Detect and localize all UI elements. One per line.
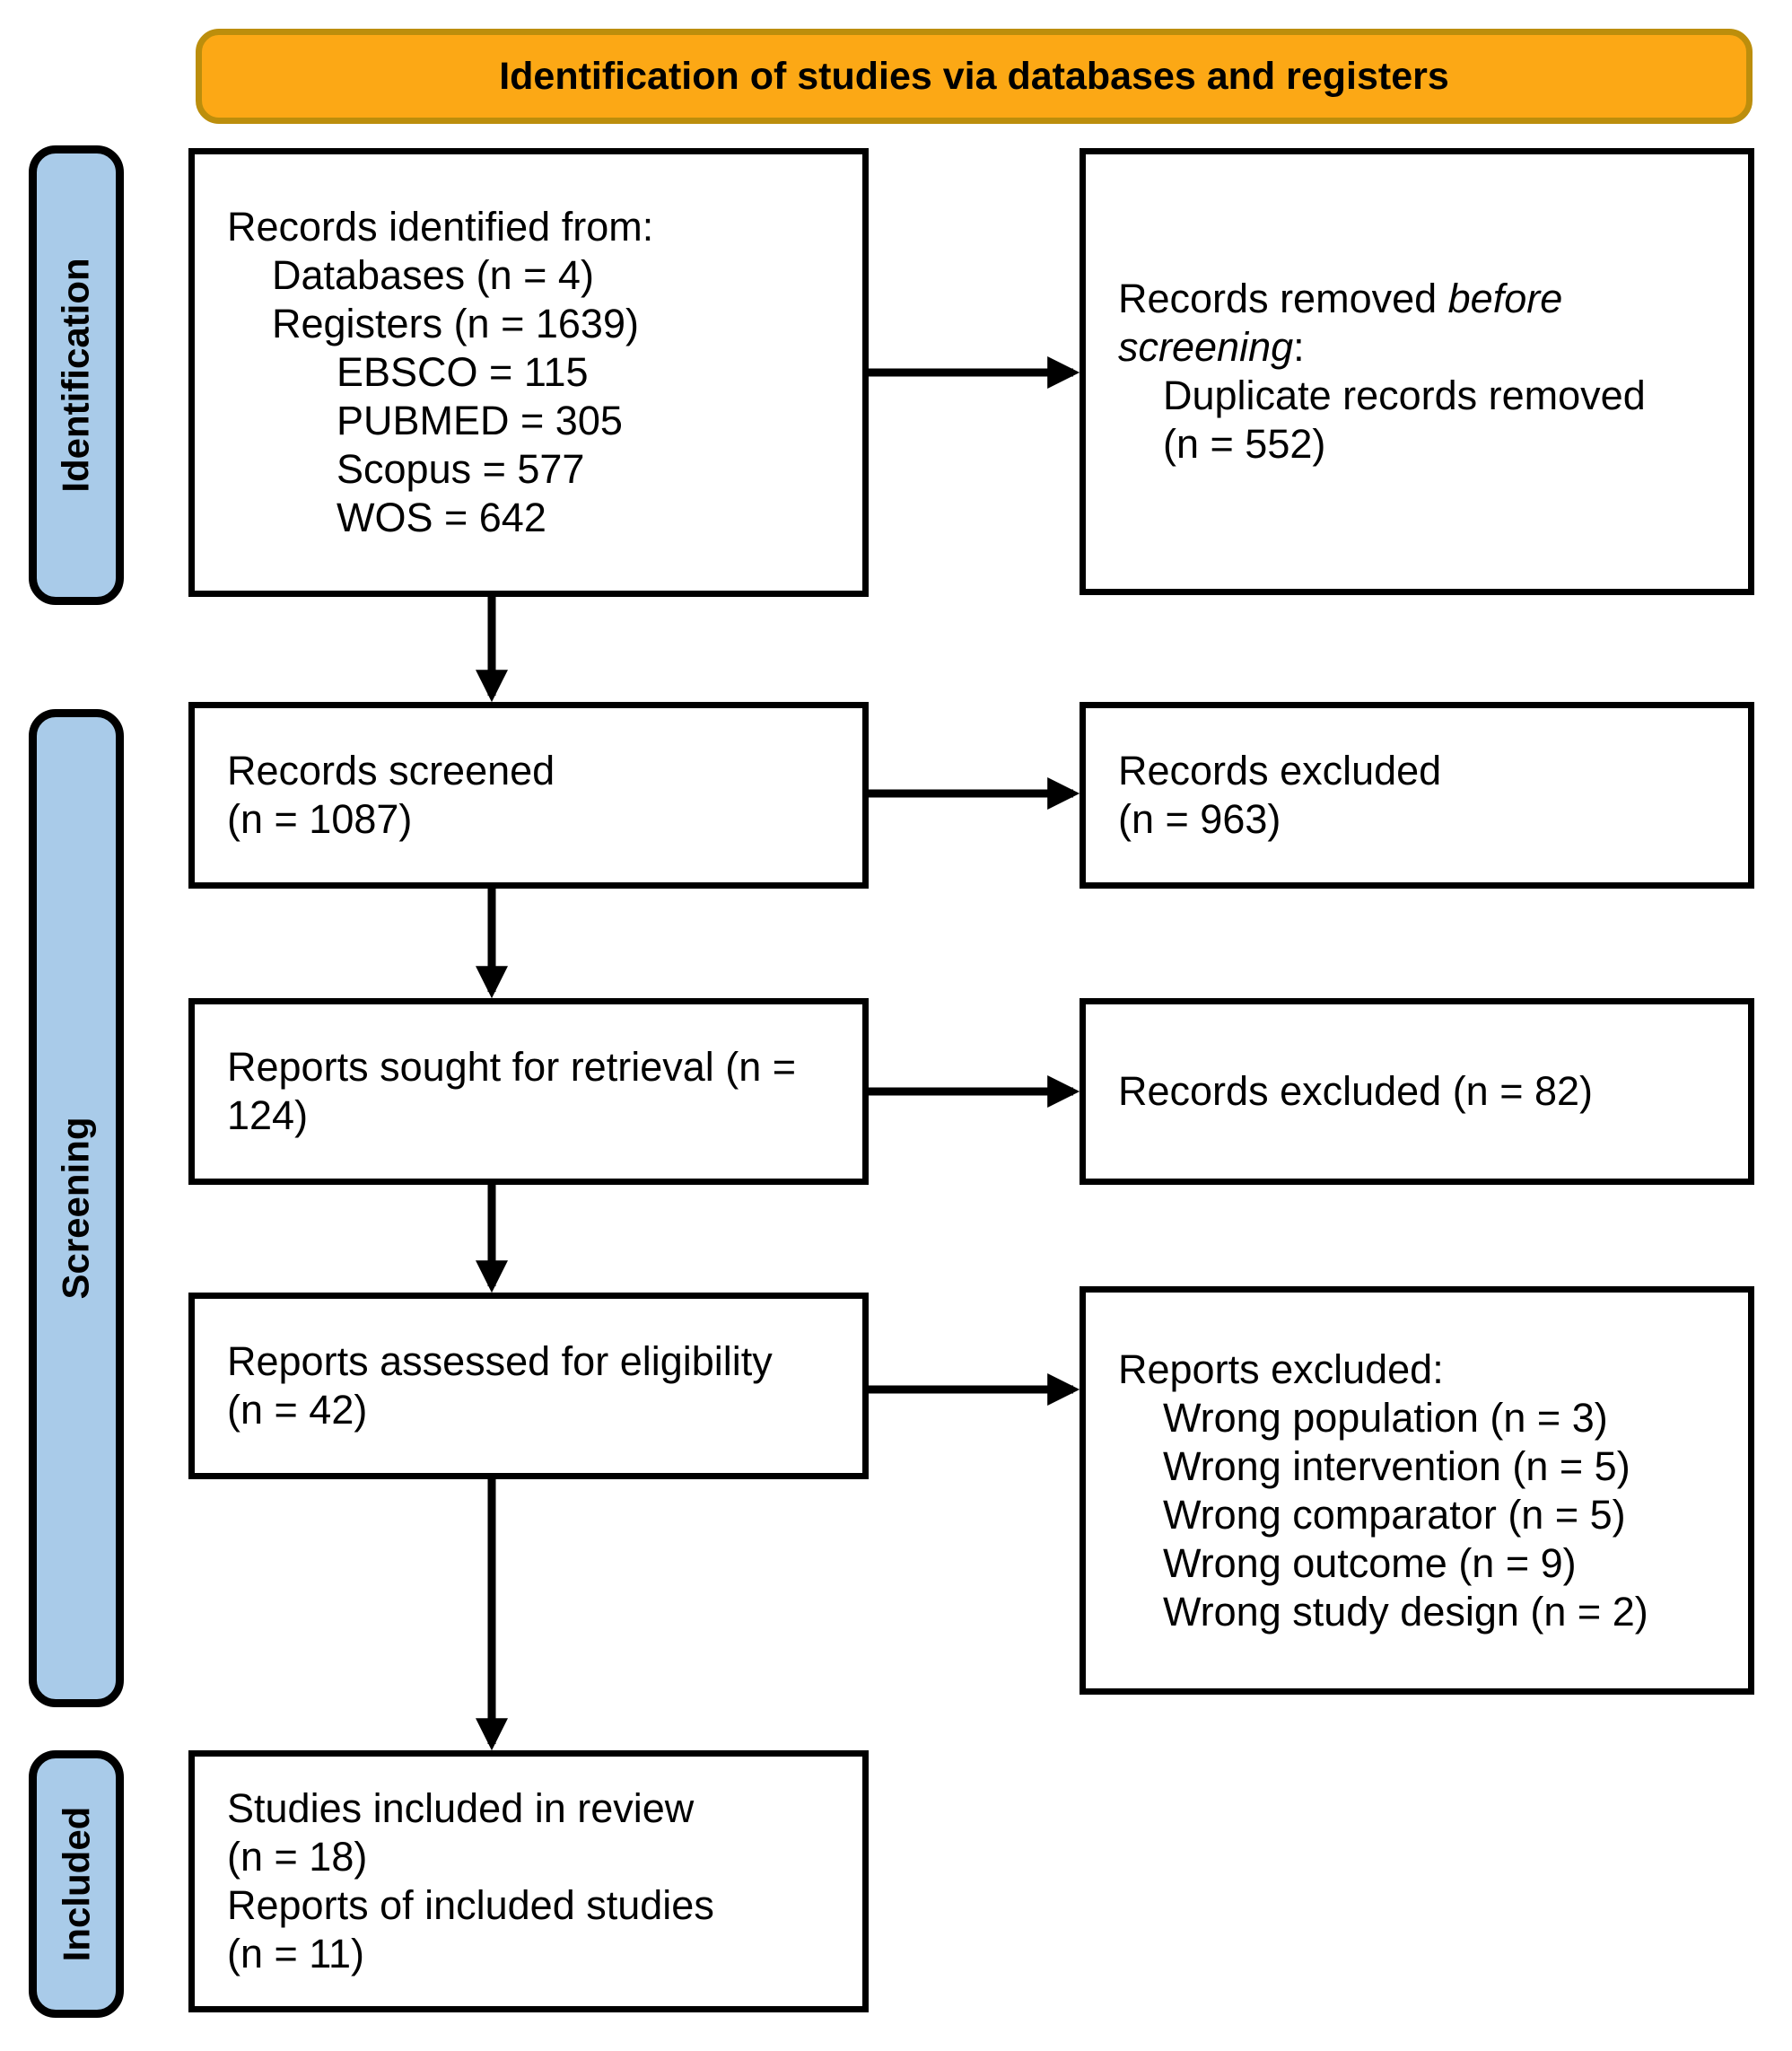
box-reports-sought-for-retrieval: Reports sought for retrieval (n =124) [188,998,869,1185]
stage-bar-included: Included [29,1750,124,2018]
banner-title: Identification of studies via databases … [196,29,1753,124]
stage-label-identification: Identification [55,258,97,493]
box-records-excluded-retrieval: Records excluded (n = 82) [1080,998,1754,1185]
stage-label-screening: Screening [55,1117,98,1300]
box-reports-excluded: Reports excluded:Wrong population (n = 3… [1080,1286,1754,1695]
banner-title-text: Identification of studies via databases … [499,54,1449,98]
box-records-excluded-screening: Records excluded(n = 963) [1080,702,1754,889]
box-records-identified: Records identified from:Databases (n = 4… [188,148,869,597]
stage-bar-screening: Screening [29,709,124,1707]
box-reports-assessed-for-eligibility: Reports assessed for eligibility(n = 42) [188,1293,869,1479]
stage-label-included: Included [55,1806,97,1962]
stage-bar-identification: Identification [29,145,124,605]
box-studies-included-in-review: Studies included in review(n = 18)Report… [188,1750,869,2012]
box-records-screened: Records screened(n = 1087) [188,702,869,889]
